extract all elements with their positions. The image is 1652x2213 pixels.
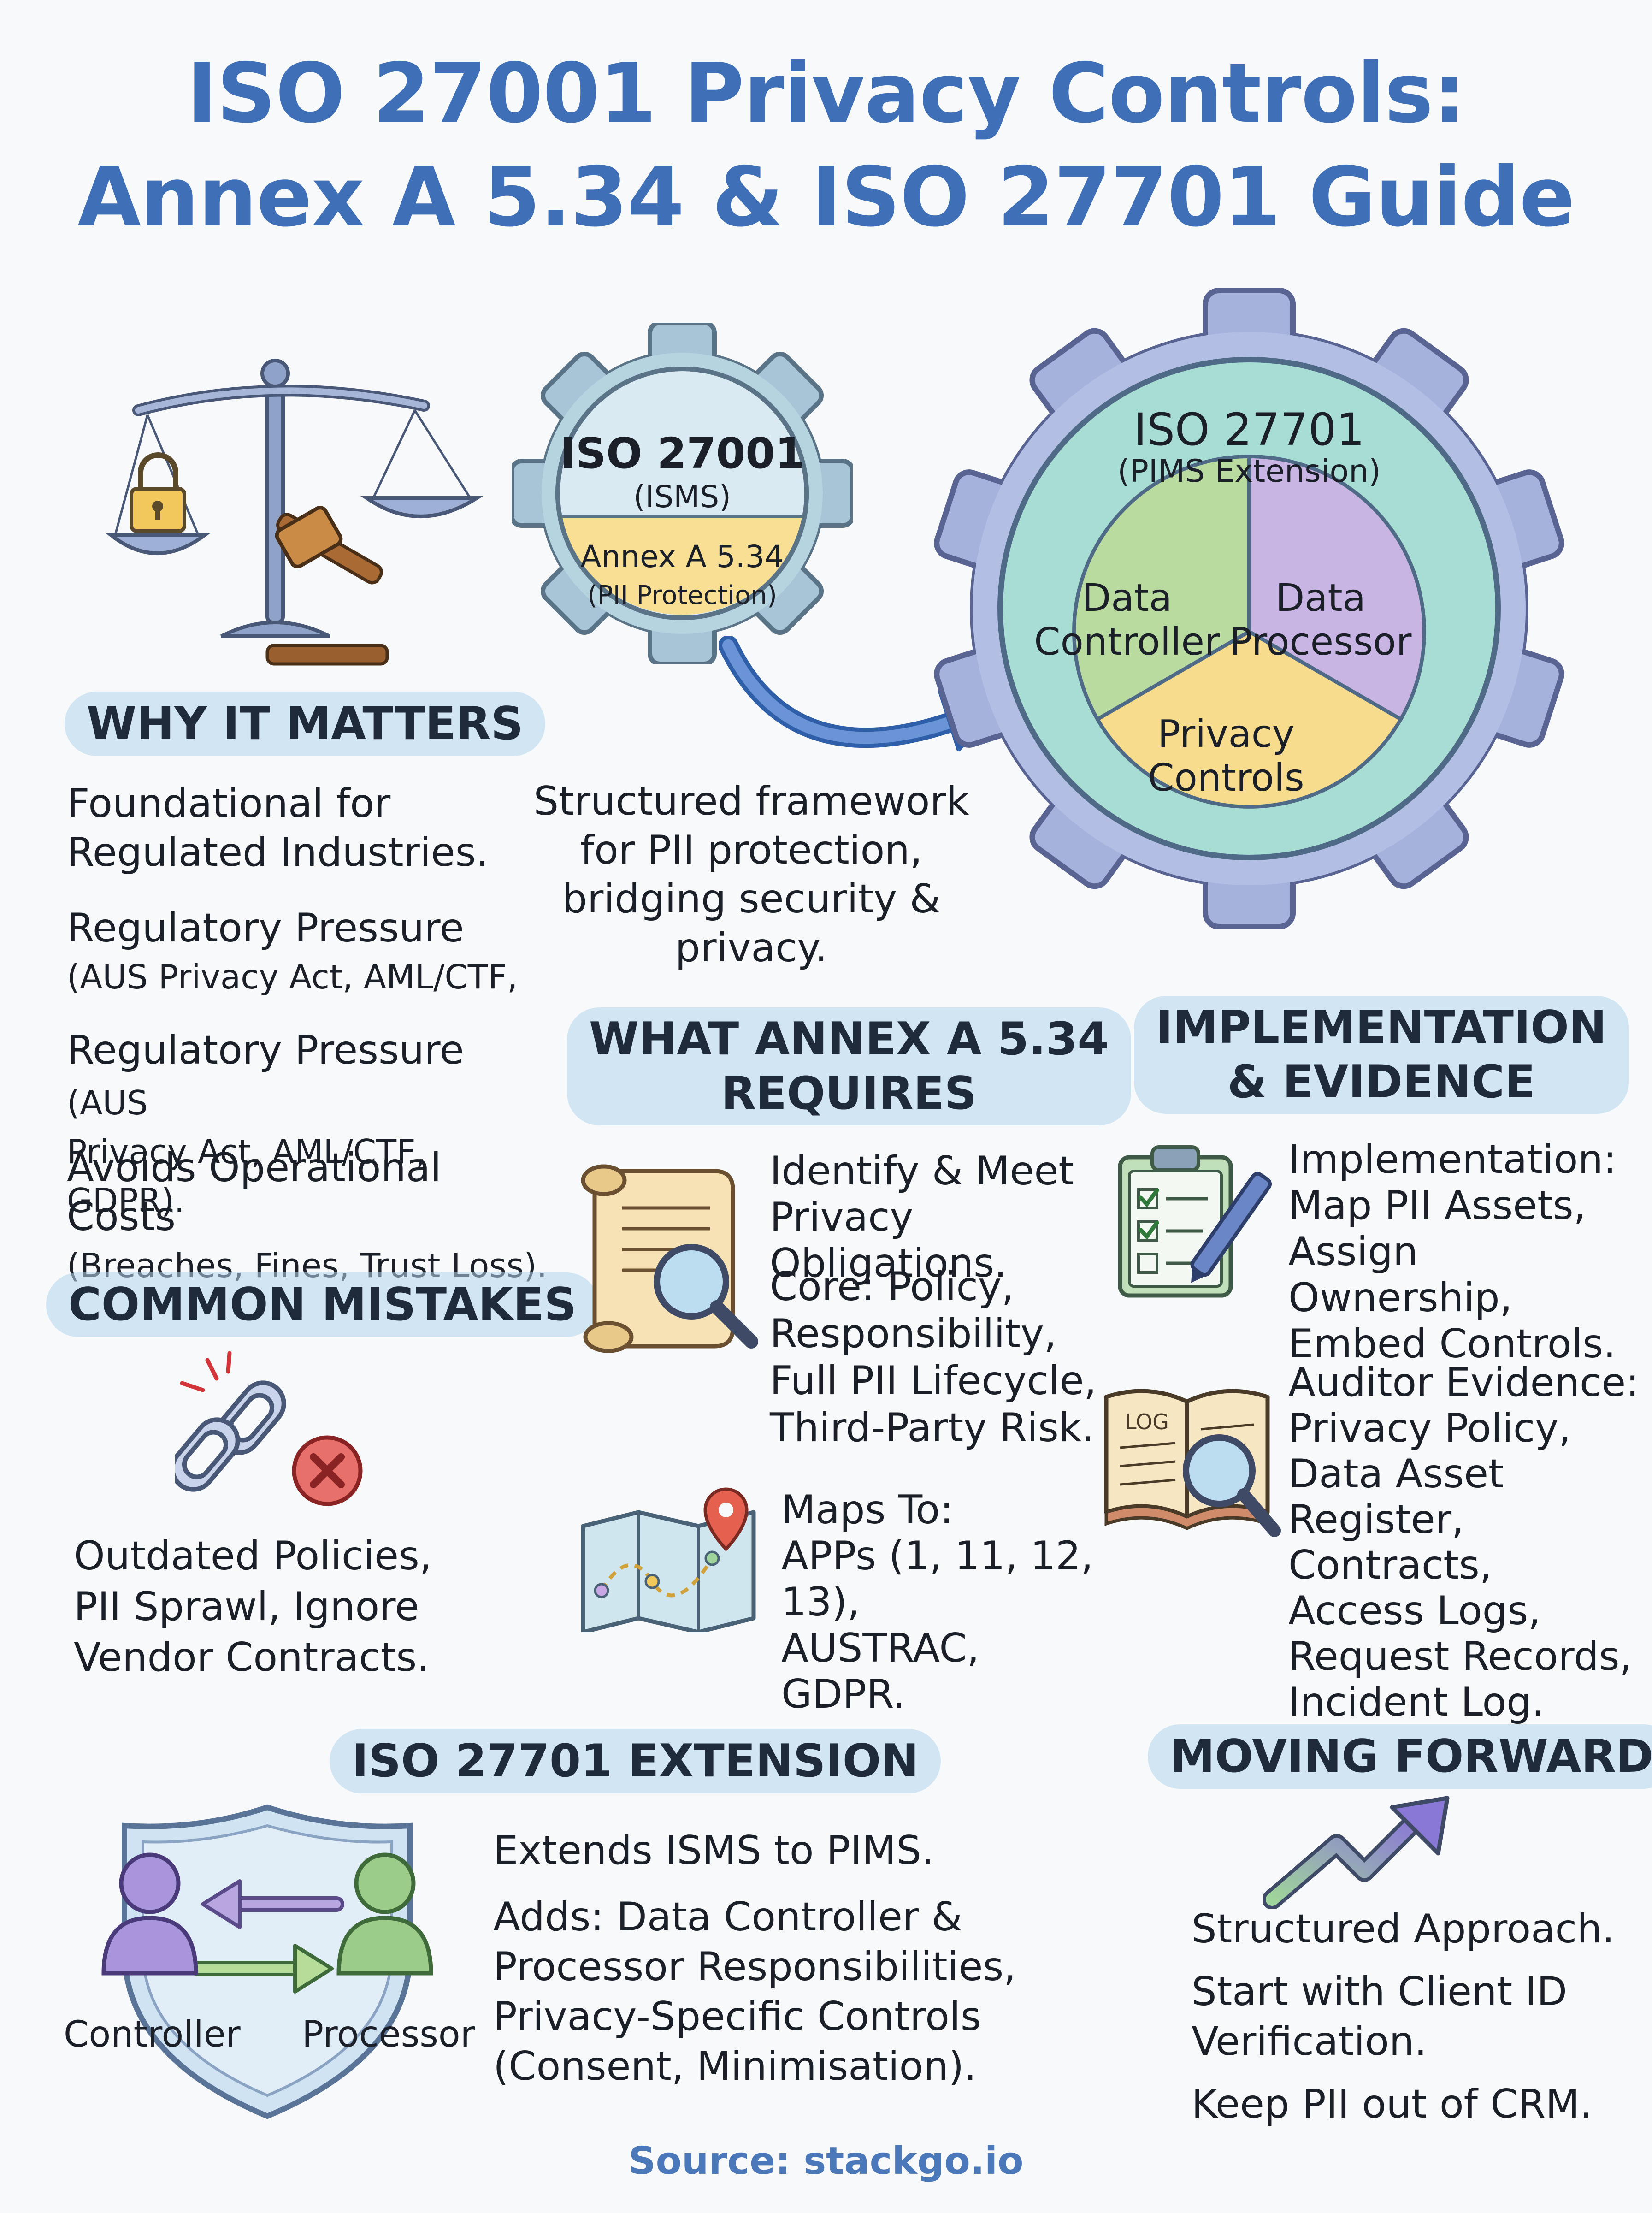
annex-maps-to: Maps To: APPs (1, 11, 12, 13), AUSTRAC, … bbox=[781, 1487, 1093, 1717]
segment-privacy-line1: Privacy bbox=[1158, 712, 1295, 756]
source-credit: Source: stackgo.io bbox=[628, 2139, 1024, 2183]
why-it-matters-heading: WHY IT MATTERS bbox=[65, 692, 546, 756]
title-line-1: ISO 27001 Privacy Controls: bbox=[187, 46, 1466, 141]
broken-chain-icon bbox=[175, 1351, 363, 1506]
extension-text: Extends ISMS to PIMS. Adds: Data Control… bbox=[493, 1828, 1016, 2089]
annex-requires-heading: WHAT ANNEX A 5.34 REQUIRES bbox=[567, 1007, 1131, 1125]
why-item-costs: Avoids Operational Costs (Breaches, Fine… bbox=[67, 1145, 548, 1285]
annex-item-identify: Identify & Meet Privacy Obligations. bbox=[770, 1148, 1074, 1286]
gear-large-subtitle: (PIMS Extension) bbox=[1117, 453, 1381, 490]
log-book-magnifier-icon: LOG bbox=[1104, 1389, 1281, 1537]
common-mistakes-text: Outdated Policies, PII Sprawl, Ignore Ve… bbox=[74, 1533, 432, 1680]
map-pin-icon bbox=[581, 1487, 756, 1632]
why-item-regulatory-2: Regulatory Pressure (AUS Privacy Act, AM… bbox=[67, 1027, 464, 1220]
iso-27001-gear: ISO 27001 (ISMS) Annex A 5.34 (PII Prote… bbox=[512, 323, 853, 664]
segment-controller-line1: Data bbox=[1082, 576, 1172, 620]
annex-item-core: Core: Policy, Responsibility, Full PII L… bbox=[770, 1264, 1097, 1451]
implementation-text: Implementation: Map PII Assets, Assign O… bbox=[1288, 1136, 1617, 1367]
iso-27701-gear: ISO 27701 (PIMS Extension) Data Controll… bbox=[934, 288, 1564, 929]
why-item-foundational: Foundational for Regulated Industries. bbox=[67, 781, 489, 876]
segment-controller-line2: Controller bbox=[1034, 620, 1220, 664]
gear-small-annex-sub: (PII Protection) bbox=[587, 580, 777, 610]
clipboard-checklist-icon bbox=[1118, 1145, 1272, 1298]
title-line-2: Annex A 5.34 & ISO 27701 Guide bbox=[77, 149, 1575, 245]
common-mistakes-heading: COMMON MISTAKES bbox=[46, 1272, 599, 1337]
why-item-regulatory-1: Regulatory Pressure (AUS Privacy Act, AM… bbox=[67, 905, 518, 996]
log-label: LOG bbox=[1125, 1409, 1169, 1434]
segment-processor-line2: Processor bbox=[1230, 620, 1412, 664]
controller-label: Controller bbox=[64, 2014, 241, 2055]
moving-forward-text: Structured Approach. Start with Client I… bbox=[1192, 1906, 1615, 2127]
page-title: ISO 27001 Privacy Controls: Annex A 5.34… bbox=[0, 41, 1652, 249]
gear-small-title: ISO 27001 bbox=[560, 429, 805, 478]
scales-of-justice-icon bbox=[106, 359, 484, 666]
extension-heading: ISO 27701 EXTENSION bbox=[330, 1729, 941, 1793]
segment-privacy-line2: Controls bbox=[1148, 756, 1304, 800]
implementation-heading: IMPLEMENTATION & EVIDENCE bbox=[1134, 996, 1629, 1114]
scroll-magnifier-icon bbox=[581, 1164, 758, 1353]
moving-forward-heading: MOVING FORWARD bbox=[1148, 1724, 1652, 1789]
auditor-evidence-text: Auditor Evidence: Privacy Policy, Data A… bbox=[1288, 1360, 1640, 1725]
trend-arrow-icon bbox=[1263, 1796, 1450, 1909]
segment-processor-line1: Data bbox=[1275, 576, 1366, 620]
processor-label: Processor bbox=[302, 2014, 475, 2055]
framework-caption: Structured framework for PII protection,… bbox=[533, 778, 969, 971]
gear-small-annex: Annex A 5.34 bbox=[580, 539, 784, 574]
gear-large-title: ISO 27701 bbox=[1134, 404, 1365, 456]
controller-processor-shield bbox=[101, 1804, 433, 2119]
gear-small-subtitle: (ISMS) bbox=[633, 479, 731, 515]
